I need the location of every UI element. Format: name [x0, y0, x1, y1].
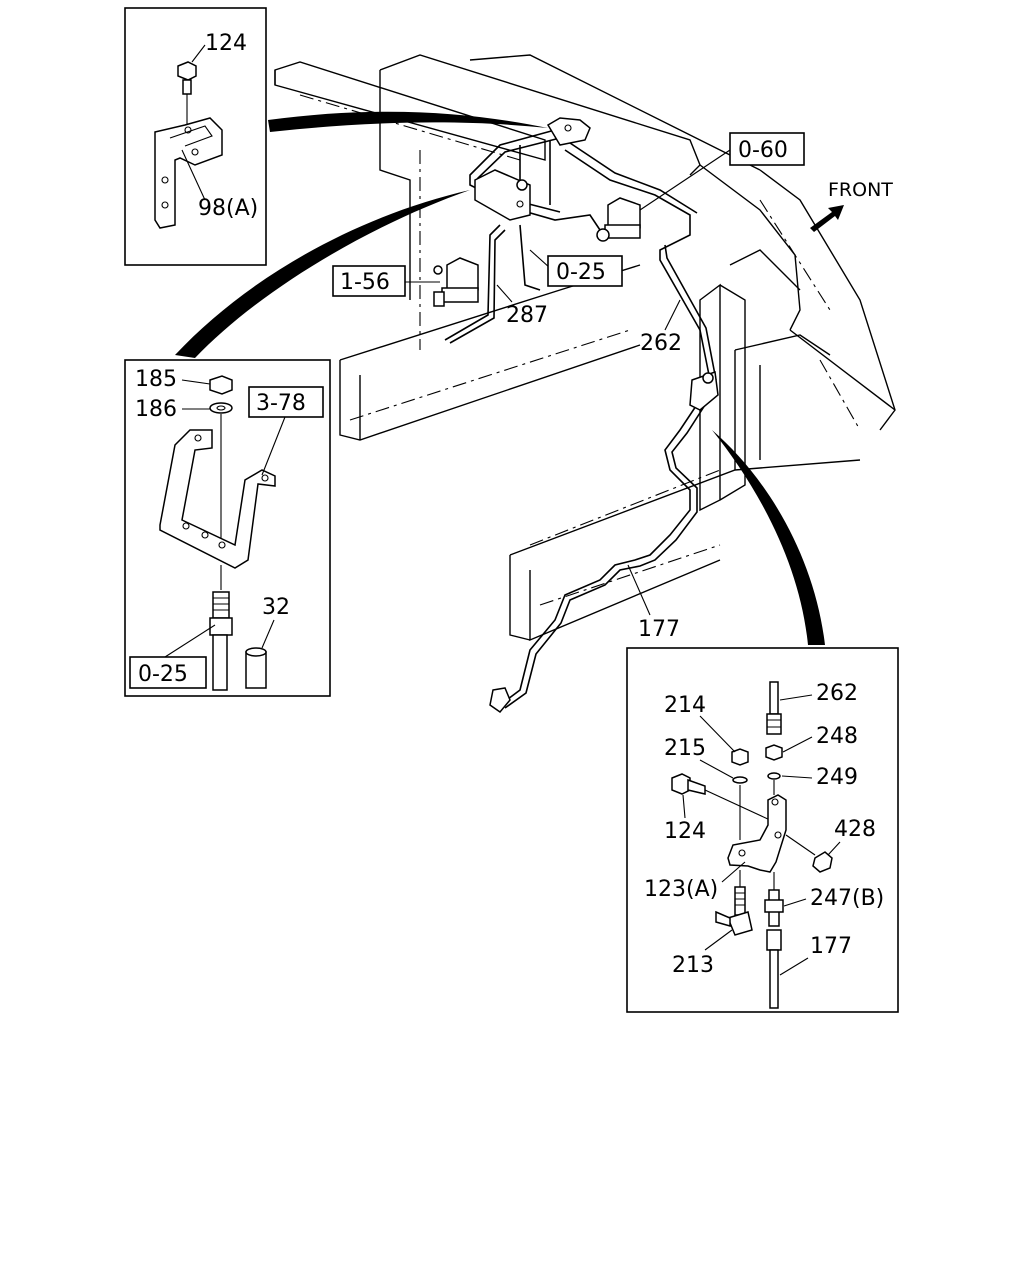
label-287: 287 — [506, 303, 548, 328]
inset2-leader-185 — [181, 379, 211, 385]
inset3-leader-124 — [682, 794, 686, 819]
ref-box-0-25-inset — [129, 656, 207, 689]
inset1-label-124: 124 — [205, 31, 247, 56]
inset2-ref-3-78: 3-78 — [256, 391, 306, 416]
inset2-leader-3-78 — [261, 416, 286, 476]
inset3-label-428: 428 — [834, 817, 876, 842]
inset3-leader-215 — [699, 759, 734, 779]
label-262: 262 — [640, 331, 682, 356]
front-arrow-icon — [810, 205, 844, 232]
inset3-label-123a: 123(A) — [644, 877, 718, 902]
inset3-label-262: 262 — [816, 681, 858, 706]
inset3-label-247b: 247(B) — [810, 886, 884, 911]
inset3-leader-177 — [779, 957, 809, 976]
inset2-leader-0-25 — [164, 624, 216, 658]
ref-0-60-label: 0-60 — [738, 138, 788, 163]
ref-box-1-56 — [332, 265, 406, 297]
inset3-leader-428 — [827, 841, 841, 856]
ref-0-25-top-label: 0-25 — [556, 260, 606, 285]
inset3-label-124: 124 — [664, 819, 706, 844]
inset3-label-213: 213 — [672, 953, 714, 978]
ref-box-3-78 — [248, 386, 324, 418]
inset1-leader-124 — [191, 44, 206, 63]
main-leaders — [405, 149, 731, 616]
inset3-label-249: 249 — [816, 765, 858, 790]
inset1-label-98a: 98(A) — [198, 196, 258, 221]
inset2-ref-0-25: 0-25 — [138, 662, 188, 687]
inset3-leader-213 — [704, 929, 733, 951]
inset3-leader-248 — [782, 736, 813, 753]
inset3-leader-262 — [779, 694, 813, 701]
frame-rails — [274, 54, 896, 642]
label-177: 177 — [638, 617, 680, 642]
inset3-label-177: 177 — [810, 934, 852, 959]
inset3-leader-214 — [699, 715, 736, 753]
inset3-leader-249 — [781, 775, 813, 779]
inset3-leader-247b — [783, 898, 807, 907]
ref-box-0-25-top — [547, 255, 623, 287]
ref-1-56-label: 1-56 — [340, 270, 390, 295]
inset3-label-214: 214 — [664, 693, 706, 718]
callout-arcs — [175, 111, 825, 645]
inset-top-left — [124, 7, 267, 266]
pipe-routing — [444, 129, 717, 709]
front-label: FRONT — [828, 179, 893, 201]
inset2-label-185: 185 — [135, 367, 177, 392]
inset2-label-186: 186 — [135, 397, 177, 422]
inset3-leader-123a — [721, 861, 746, 883]
inset-right — [626, 647, 899, 1013]
inset2-leader-32 — [261, 619, 275, 649]
inset2-label-32: 32 — [262, 595, 290, 620]
main-components — [433, 117, 719, 714]
ref-box-0-60 — [729, 132, 805, 166]
inset3-label-248: 248 — [816, 724, 858, 749]
inset3-label-215: 215 — [664, 736, 706, 761]
inset-left — [124, 359, 331, 697]
